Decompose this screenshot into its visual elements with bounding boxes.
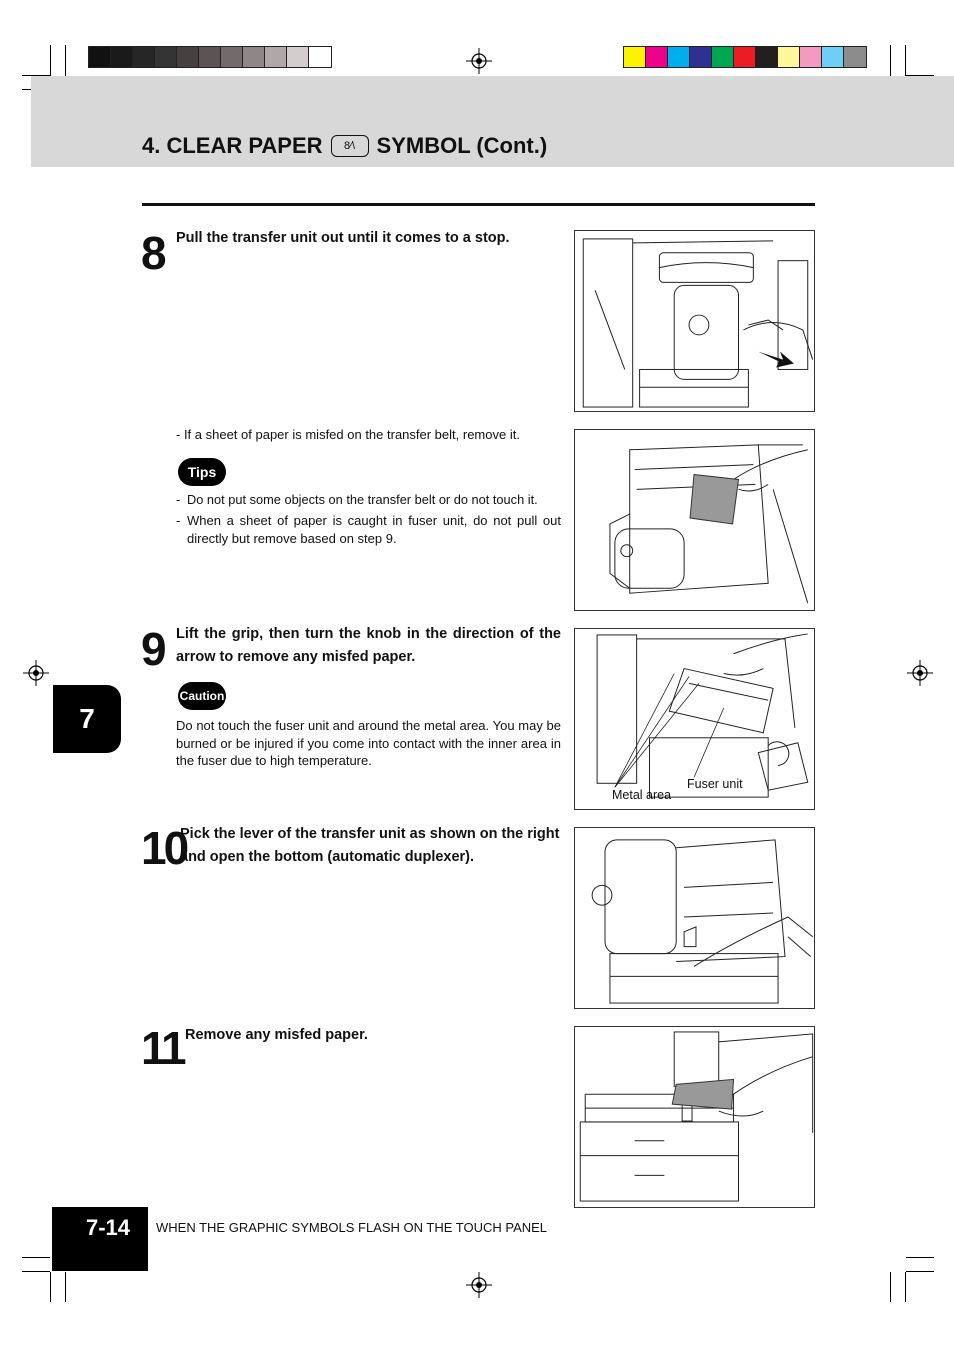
- color-swatch: [111, 47, 133, 67]
- color-swatch: [199, 47, 221, 67]
- crop-mark: [906, 75, 934, 76]
- color-swatch: [221, 47, 243, 67]
- divider: [142, 203, 815, 206]
- crop-mark: [50, 1272, 51, 1302]
- step-number: 10: [141, 822, 189, 874]
- color-swatch: [309, 47, 331, 67]
- color-swatch: [287, 47, 309, 67]
- caution-text: Do not touch the fuser unit and around t…: [176, 718, 561, 768]
- step-number: 11: [141, 1022, 187, 1074]
- caution-badge: Caution: [178, 682, 226, 710]
- color-swatch: [177, 47, 199, 67]
- color-swatch: [822, 47, 844, 67]
- crop-mark: [905, 1272, 906, 1302]
- title-prefix: 4. CLEAR PAPER: [142, 133, 323, 158]
- crop-mark: [22, 1271, 50, 1272]
- label-metal-area: Metal area: [612, 788, 672, 802]
- fuser-unit-illustration: [596, 633, 809, 798]
- chapter-tab: 7: [53, 685, 121, 753]
- crop-mark: [890, 45, 891, 77]
- registration-mark-icon: [23, 660, 49, 686]
- copier-illustration: [582, 238, 814, 408]
- transfer-belt-illustration: [609, 444, 809, 604]
- title-suffix: SYMBOL (Cont.): [376, 133, 548, 158]
- paper-jam-symbol-icon: 8∕\: [330, 135, 369, 157]
- registration-mark-icon: [466, 48, 492, 74]
- color-swatch: [265, 47, 287, 67]
- color-swatch: [668, 47, 690, 67]
- grayscale-calibration-bar: [88, 46, 332, 68]
- figure-transfer-belt: [574, 429, 815, 611]
- crop-mark: [22, 75, 50, 76]
- registration-mark-icon: [466, 1272, 492, 1298]
- color-swatch: [844, 47, 866, 67]
- crop-mark: [50, 45, 51, 77]
- color-swatch: [778, 47, 800, 67]
- color-swatch: [243, 47, 265, 67]
- remove-paper-illustration: [579, 1031, 814, 1202]
- header-band: [31, 76, 954, 167]
- tips-item: - When a sheet of paper is caught in fus…: [176, 513, 561, 546]
- color-swatch: [734, 47, 756, 67]
- label-fuser-unit: Fuser unit: [687, 777, 743, 791]
- color-calibration-bar: [623, 46, 867, 68]
- crop-mark: [906, 1271, 934, 1272]
- color-swatch: [756, 47, 778, 67]
- registration-mark-icon: [907, 660, 933, 686]
- crop-mark: [906, 1257, 934, 1258]
- color-swatch: [646, 47, 668, 67]
- figure-fuser-unit: [574, 628, 815, 810]
- color-swatch: [712, 47, 734, 67]
- crop-mark: [22, 1257, 50, 1258]
- color-swatch: [800, 47, 822, 67]
- tips-item: - Do not put some objects on the transfe…: [176, 491, 561, 509]
- color-swatch: [624, 47, 646, 67]
- page-title: 4. CLEAR PAPER 8∕\ SYMBOL (Cont.): [142, 133, 547, 159]
- crop-mark: [65, 45, 66, 77]
- tips-item-text: When a sheet of paper is caught in fuser…: [187, 513, 561, 546]
- note-text: - If a sheet of paper is misfed on the t…: [176, 427, 520, 442]
- duplexer-illustration: [591, 839, 813, 1004]
- page-number: 7-14: [52, 1207, 148, 1271]
- figure-remove-misfed-paper: [574, 1026, 815, 1208]
- color-swatch: [155, 47, 177, 67]
- figure-pull-transfer-unit: [574, 230, 815, 412]
- color-swatch: [89, 47, 111, 67]
- step-text: Pick the lever of the transfer unit as s…: [180, 826, 560, 865]
- step-number: 8: [141, 227, 167, 279]
- crop-mark: [905, 45, 906, 77]
- color-swatch: [133, 47, 155, 67]
- step-text: Lift the grip, then turn the knob in the…: [176, 626, 561, 665]
- crop-mark: [890, 1272, 891, 1302]
- figure-open-duplexer: [574, 827, 815, 1009]
- tips-item-text: Do not put some objects on the transfer …: [187, 492, 538, 507]
- color-swatch: [690, 47, 712, 67]
- tips-badge: Tips: [178, 458, 226, 486]
- step-text: Remove any misfed paper.: [185, 1027, 368, 1043]
- footer-text: WHEN THE GRAPHIC SYMBOLS FLASH ON THE TO…: [156, 1220, 548, 1235]
- crop-mark: [65, 1272, 66, 1302]
- step-text: Pull the transfer unit out until it come…: [176, 230, 510, 246]
- step-number: 9: [141, 623, 167, 675]
